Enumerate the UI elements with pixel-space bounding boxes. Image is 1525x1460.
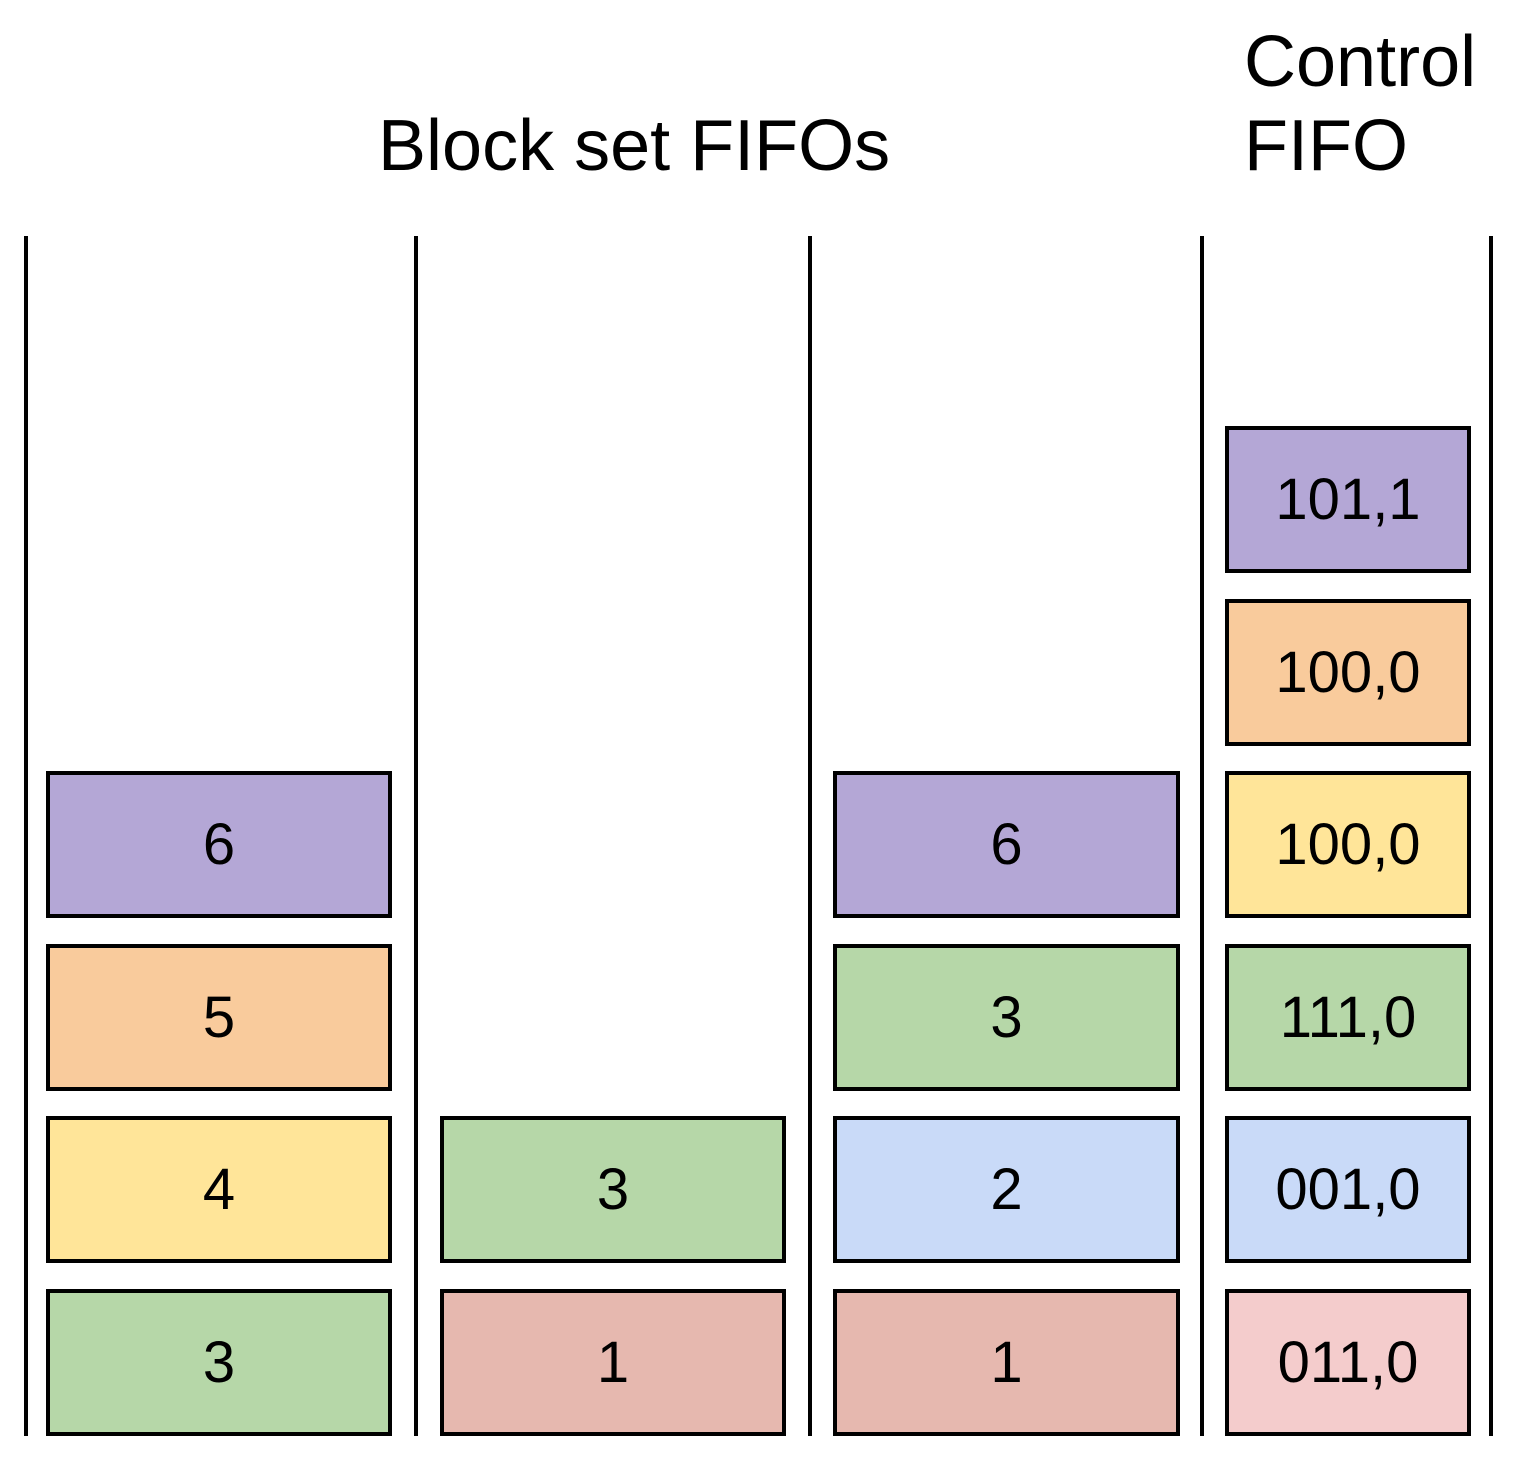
control-fifo-entry: 100,0 <box>1225 771 1471 918</box>
block-set-fifos-title: Block set FIFOs <box>378 106 891 186</box>
block-set-fifo-3-entry: 2 <box>833 1116 1180 1263</box>
fifo-divider <box>1489 236 1493 1436</box>
block-set-fifo-3-entry: 3 <box>833 944 1180 1091</box>
control-fifo-entry: 111,0 <box>1225 944 1471 1091</box>
block-set-fifo-3-entry: 6 <box>833 771 1180 918</box>
control-fifo-entry: 001,0 <box>1225 1116 1471 1263</box>
block-set-fifo-2-entry: 3 <box>440 1116 786 1263</box>
fifo-divider <box>24 236 28 1436</box>
control-fifo-entry: 011,0 <box>1225 1289 1471 1436</box>
control-fifo-title-line1: Control <box>1244 22 1477 102</box>
block-set-fifo-1-entry: 3 <box>46 1289 392 1436</box>
control-fifo-title-line2: FIFO <box>1244 106 1408 186</box>
block-set-fifo-1-entry: 5 <box>46 944 392 1091</box>
block-set-fifo-2-entry: 1 <box>440 1289 786 1436</box>
fifo-divider <box>808 236 812 1436</box>
block-set-fifo-1-entry: 6 <box>46 771 392 918</box>
control-fifo-entry: 100,0 <box>1225 599 1471 746</box>
fifo-divider <box>414 236 418 1436</box>
control-fifo-title: Control FIFO <box>1244 20 1476 188</box>
fifo-divider <box>1200 236 1204 1436</box>
block-set-fifo-1-entry: 4 <box>46 1116 392 1263</box>
block-set-fifo-3-entry: 1 <box>833 1289 1180 1436</box>
control-fifo-entry: 101,1 <box>1225 426 1471 573</box>
